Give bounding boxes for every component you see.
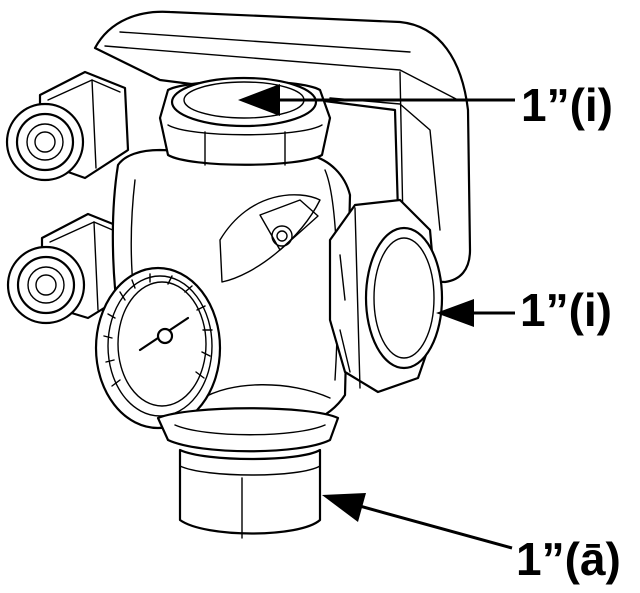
arrow-top	[238, 84, 515, 116]
bottom-port-fitting	[156, 407, 340, 539]
side-port-fitting	[328, 198, 444, 394]
arrow-left-icon	[322, 493, 366, 522]
arrow-left-icon	[436, 299, 474, 327]
bottom-port-label: 1”(ā)	[516, 533, 621, 585]
cable-gland-lower	[6, 212, 132, 325]
top-port-label: 1”(i)	[521, 79, 613, 131]
cable-gland-upper	[5, 70, 130, 182]
pressure-gauge-icon	[94, 266, 222, 430]
side-port-label: 1”(i)	[520, 284, 612, 336]
arrow-mid	[436, 299, 515, 327]
arrow-bottom	[322, 493, 513, 550]
top-port-fitting	[158, 76, 332, 166]
arrow-left-icon	[238, 84, 280, 116]
